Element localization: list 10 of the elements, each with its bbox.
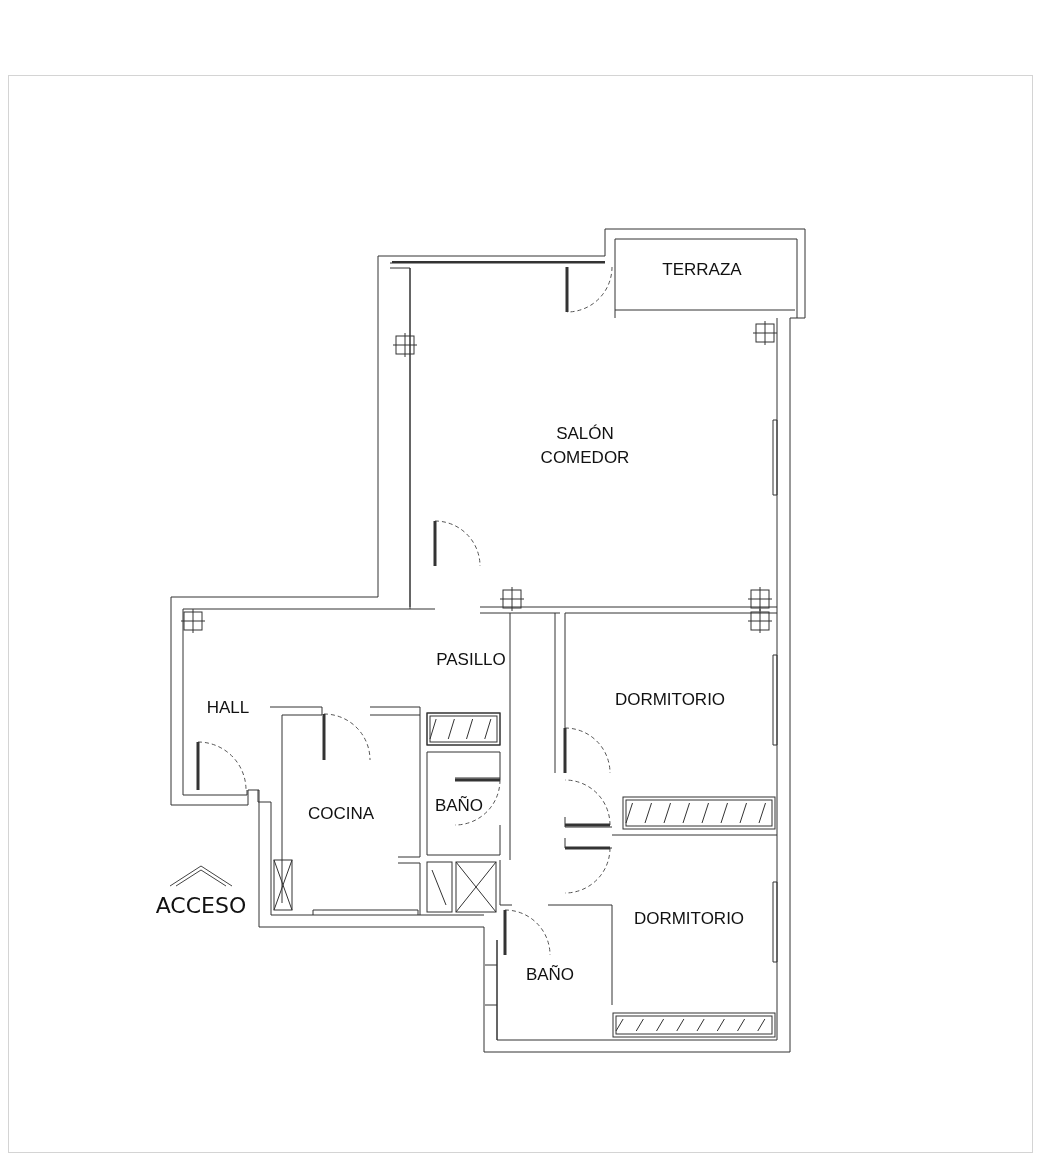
room-label: SALÓN COMEDOR bbox=[539, 423, 631, 469]
room-label: HALL bbox=[205, 697, 251, 720]
room-label: TERRAZA bbox=[661, 259, 743, 282]
room-label: BAÑO bbox=[433, 795, 485, 818]
room-label: DORMITORIO bbox=[632, 908, 746, 931]
room-label: COCINA bbox=[306, 803, 376, 826]
room-label: DORMITORIO bbox=[613, 689, 727, 712]
entrance-label: ACCESO bbox=[154, 891, 248, 920]
room-label: BAÑO bbox=[524, 964, 576, 987]
room-label: PASILLO bbox=[435, 649, 507, 672]
